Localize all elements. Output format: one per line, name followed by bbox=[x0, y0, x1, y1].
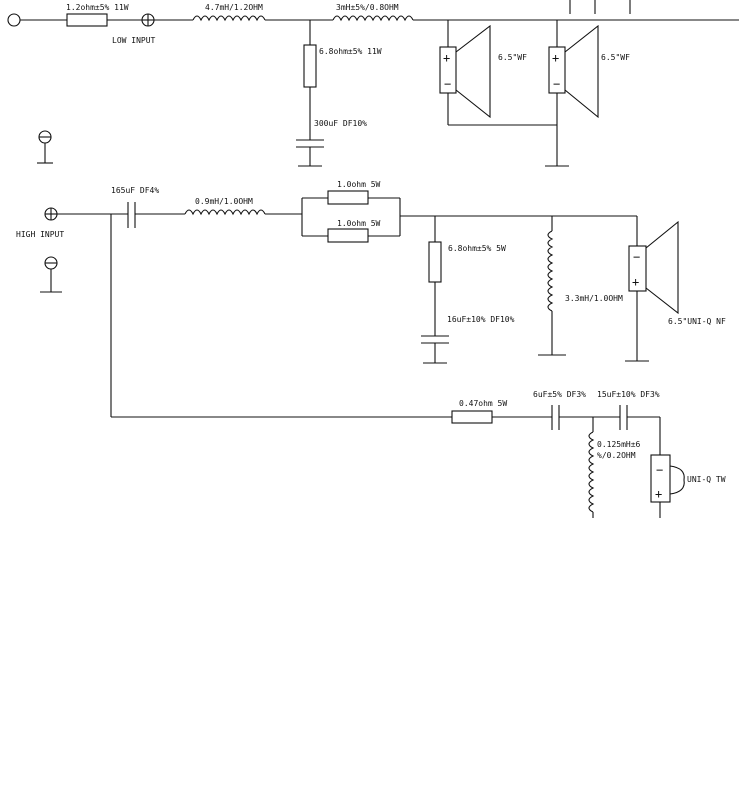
low-shunt-capacitor-label: 300uF DF10% bbox=[314, 119, 367, 128]
low-shunt-resistor bbox=[303, 44, 317, 88]
low-series-resistor bbox=[66, 13, 108, 27]
svg-text:−: − bbox=[633, 250, 640, 264]
uni-q-tweeter: − + UNI-Q TW bbox=[650, 417, 726, 518]
high-parallel-resistor-a bbox=[327, 190, 369, 205]
tweeter-inductor-label-line2: %/0.2OHM bbox=[597, 451, 636, 460]
tweeter-series-resistor-label: 0.47ohm 5W bbox=[459, 399, 507, 408]
uni-q-tweeter-label: UNI-Q TW bbox=[687, 475, 726, 484]
tweeter-inductor-label-line1: 0.125mH±6 bbox=[597, 440, 641, 449]
svg-text:−: − bbox=[444, 77, 451, 91]
low-input-label: LOW INPUT bbox=[112, 36, 156, 45]
svg-text:−: − bbox=[553, 77, 560, 91]
tweeter-series-resistor bbox=[451, 410, 493, 424]
high-parallel-resistor-a-label: 1.0ohm 5W bbox=[337, 180, 381, 189]
low-section: 1.2ohm±5% 11W LOW INPUT 4.7mH/1.2OHM 3mH… bbox=[7, 0, 739, 167]
svg-text:+: + bbox=[655, 487, 662, 501]
svg-text:+: + bbox=[632, 275, 639, 289]
svg-text:+: + bbox=[443, 51, 450, 65]
tweeter-capacitor-2-label: 15uF±10% DF3% bbox=[597, 390, 660, 399]
low-series-resistor-label: 1.2ohm±5% 11W bbox=[66, 3, 129, 12]
high-parallel-resistor-b bbox=[327, 228, 369, 243]
high-shunt-inductor-label: 3.3mH/1.0OHM bbox=[565, 294, 623, 303]
svg-text:−: − bbox=[656, 463, 663, 477]
high-section: HIGH INPUT 165uF DF4% 0.9mH/1.0OHM 1.0oh… bbox=[16, 180, 726, 364]
high-shunt-resistor-label: 6.8ohm±5% 5W bbox=[448, 244, 506, 253]
low-inductor-1 bbox=[192, 15, 266, 22]
high-shunt-capacitor-label: 16uF±10% DF10% bbox=[447, 315, 515, 324]
woofer-2-label: 6.5"WF bbox=[601, 53, 630, 62]
low-inductor-2-label: 3mH±5%/0.8OHM bbox=[336, 3, 399, 12]
low-inductor-2 bbox=[332, 15, 414, 22]
high-shunt-resistor bbox=[428, 241, 442, 283]
high-input-capacitor-label: 165uF DF4% bbox=[111, 186, 159, 195]
tweeter-section: 0.47ohm 5W 6uF±5% DF3% 15uF±10% DF3% 0.1… bbox=[110, 214, 726, 518]
high-parallel-resistor-b-label: 1.0ohm 5W bbox=[337, 219, 381, 228]
high-shunt-inductor bbox=[547, 230, 554, 312]
uni-q-nf-driver: − + 6.5"UNI-Q NF bbox=[625, 216, 726, 362]
high-input-label: HIGH INPUT bbox=[16, 230, 64, 239]
low-shunt-resistor-label: 6.8ohm±5% 11W bbox=[319, 47, 382, 56]
high-inductor-1-label: 0.9mH/1.0OHM bbox=[195, 197, 253, 206]
low-inductor-1-label: 4.7mH/1.2OHM bbox=[205, 3, 263, 12]
woofer-2: + − 6.5"WF bbox=[545, 20, 630, 167]
tweeter-shunt-inductor bbox=[588, 431, 595, 513]
woofer-1: + − 6.5"WF bbox=[439, 20, 527, 125]
high-inductor-1 bbox=[184, 209, 266, 216]
low-input-terminal-circle bbox=[7, 13, 21, 27]
svg-text:+: + bbox=[552, 51, 559, 65]
uni-q-nf-driver-label: 6.5"UNI-Q NF bbox=[668, 317, 726, 326]
tweeter-capacitor-1-label: 6uF±5% DF3% bbox=[533, 390, 586, 399]
woofer-1-label: 6.5"WF bbox=[498, 53, 527, 62]
